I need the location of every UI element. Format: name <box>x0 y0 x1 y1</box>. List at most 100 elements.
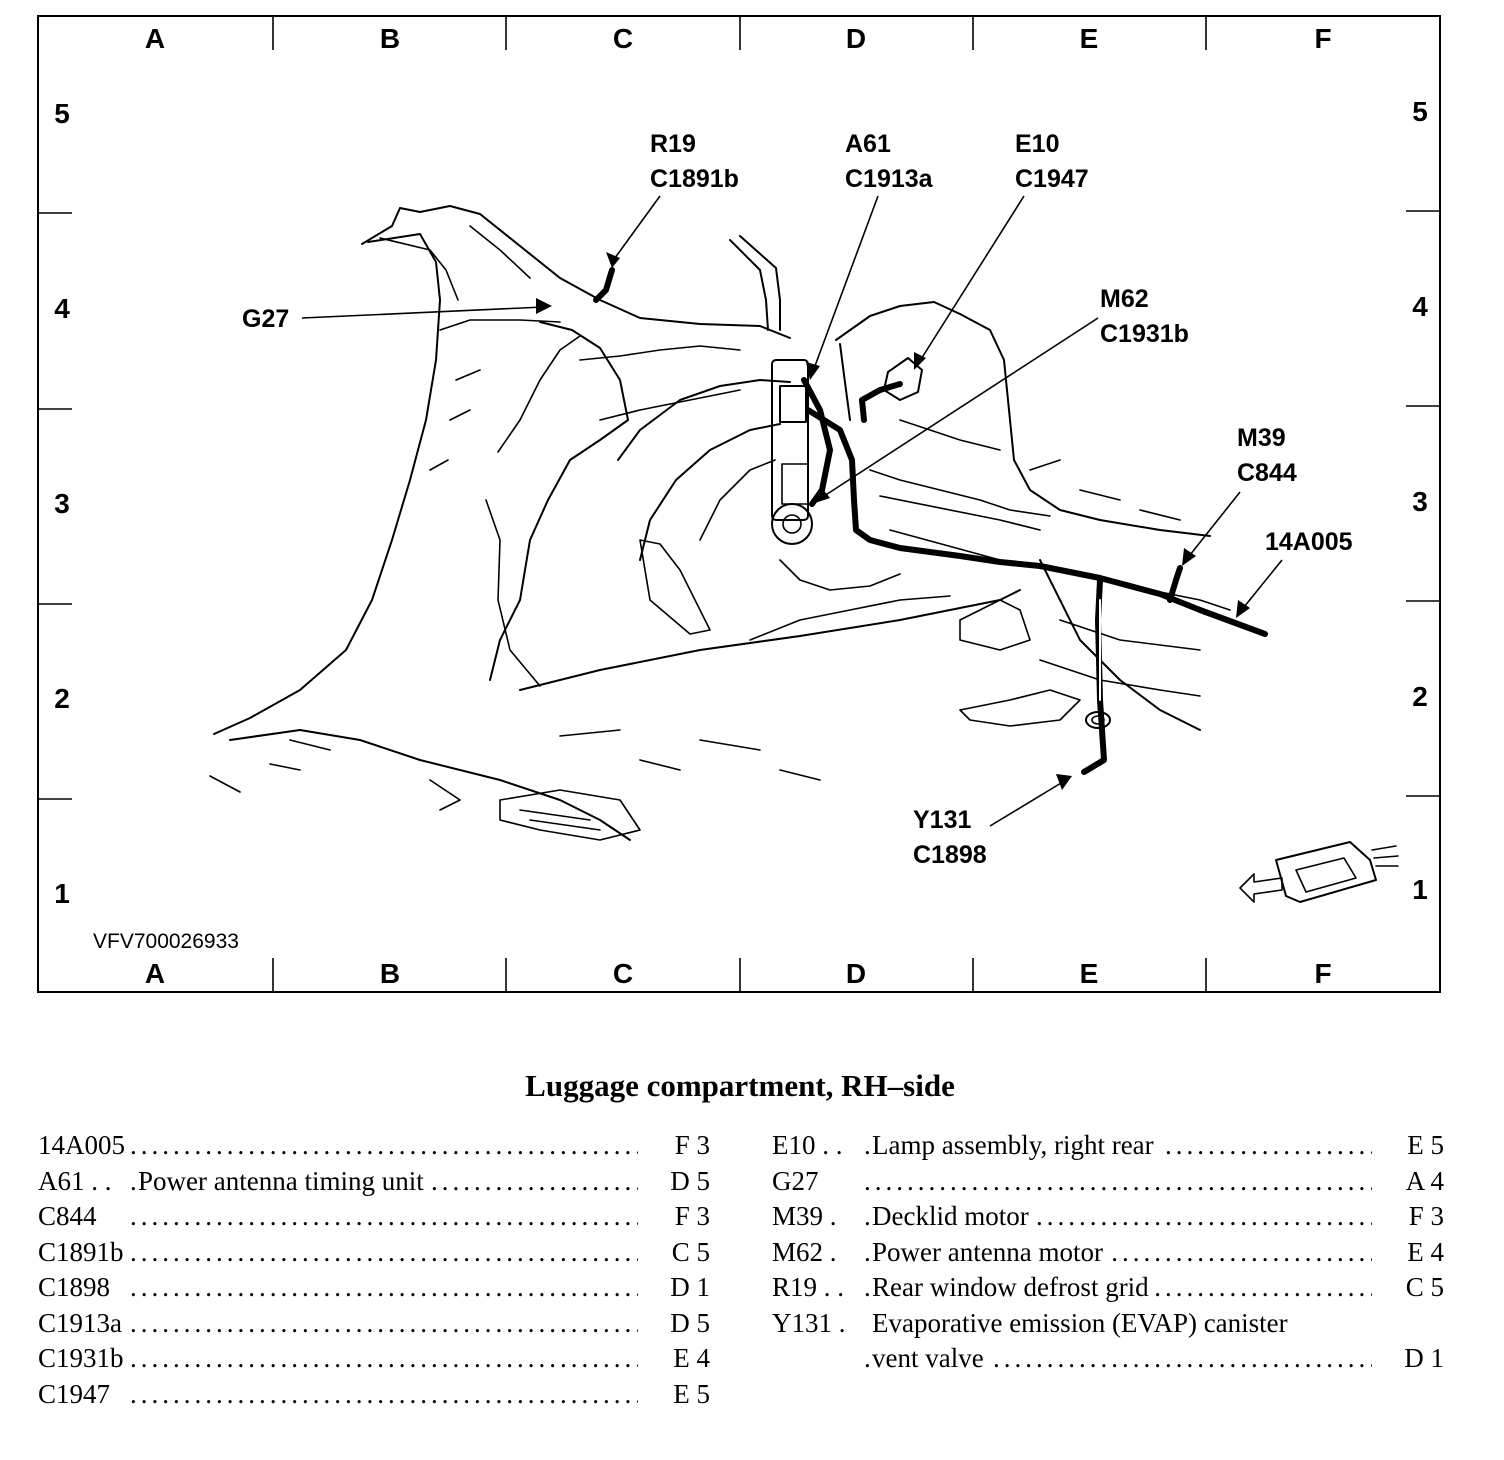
callout-a61: A61 <box>845 130 891 158</box>
dot-leader: ........................................… <box>130 1343 638 1373</box>
legend-grid-location: F 3 <box>646 1199 710 1235</box>
legend-grid-location: A 4 <box>1380 1163 1444 1199</box>
figure-id: VFV700026933 <box>93 930 239 953</box>
legend-code: C1931b <box>38 1341 128 1377</box>
legend-right-column: ........................................… <box>772 1128 1444 1377</box>
legend-row: ........................................… <box>772 1163 1444 1199</box>
col-label-top-c: C <box>613 23 633 54</box>
legend-grid-location: D 5 <box>646 1305 710 1341</box>
legend-row: ........................................… <box>38 1270 710 1306</box>
col-label-bottom-c: C <box>613 958 633 989</box>
dot-leader: ........................................… <box>130 1307 638 1338</box>
legend-row: ........................................… <box>38 1341 710 1377</box>
callout-c1913a: C1913a <box>845 165 934 193</box>
callout-c844: C844 <box>1237 459 1297 487</box>
legend-grid-location: E 4 <box>1380 1234 1444 1270</box>
callout-m39: M39 <box>1237 424 1286 452</box>
row-label-right-1: 1 <box>1412 874 1428 905</box>
row-label-right-2: 2 <box>1412 681 1428 712</box>
legend-grid-location: D 1 <box>646 1270 710 1306</box>
legend-row: ........................................… <box>38 1376 710 1412</box>
legend-code: M39 . <box>772 1199 841 1235</box>
row-label-left-2: 2 <box>54 683 70 714</box>
legend-row: ........................................… <box>772 1234 1444 1270</box>
diagram-frame <box>37 15 1441 993</box>
col-label-bottom-f: F <box>1314 958 1331 989</box>
legend-left-column: ........................................… <box>38 1128 710 1412</box>
legend-description: Decklid motor <box>872 1199 1035 1235</box>
dot-leader: ........................................… <box>130 1236 638 1267</box>
legend-row: ........................................… <box>38 1305 710 1341</box>
wiring-location-diagram: A B C D E F A B C D E F 5 4 3 2 1 5 4 3 … <box>37 15 1441 993</box>
legend-row: ........................................… <box>38 1234 710 1270</box>
legend-row: ........................................… <box>772 1305 1444 1341</box>
callout-c1891b: C1891b <box>650 165 739 193</box>
legend-code: C844 <box>38 1199 101 1235</box>
legend-row: ........................................… <box>38 1128 710 1164</box>
legend-grid-location: C 5 <box>646 1234 710 1270</box>
legend-code: M62 . <box>772 1234 841 1270</box>
legend-code: C1891b <box>38 1234 128 1270</box>
legend-row: ........................................… <box>38 1199 710 1235</box>
col-label-top-d: D <box>846 23 866 54</box>
callout-14a005: 14A005 <box>1265 528 1353 556</box>
diagram-caption: Luggage compartment, RH–side <box>525 1068 955 1103</box>
legend-grid-location: C 5 <box>1380 1270 1444 1306</box>
legend-code: A61 . . <box>38 1163 116 1199</box>
legend-row: ........................................… <box>38 1163 710 1199</box>
legend-code: C1913a <box>38 1305 126 1341</box>
col-label-bottom-d: D <box>846 958 866 989</box>
luggage-compartment-drawing <box>209 205 1231 841</box>
legend-code: Y131 . <box>772 1305 850 1341</box>
row-label-left-1: 1 <box>54 878 70 909</box>
col-label-bottom-a: A <box>145 958 165 989</box>
callout-c1947: C1947 <box>1015 165 1089 193</box>
callout-y131: Y131 <box>913 806 971 834</box>
legend-description: vent valve <box>872 1341 990 1377</box>
legend-grid-location: E 5 <box>1380 1128 1444 1164</box>
legend-grid-location: F 3 <box>646 1128 710 1164</box>
legend-code: G27 <box>772 1163 823 1199</box>
legend-description: Power antenna motor <box>872 1234 1109 1270</box>
callout-m62: M62 <box>1100 285 1149 313</box>
legend-code: R19 . . <box>772 1270 849 1306</box>
legend-row: ........................................… <box>772 1270 1444 1306</box>
legend-description: Rear window defrost grid <box>872 1270 1155 1306</box>
legend-row: ........................................… <box>772 1199 1444 1235</box>
legend-code: E10 . . <box>772 1128 847 1164</box>
legend-grid-location: E 4 <box>646 1341 710 1377</box>
grid-ticks <box>38 16 1440 992</box>
col-label-bottom-b: B <box>380 958 400 989</box>
col-label-top-b: B <box>380 23 400 54</box>
col-label-bottom-e: E <box>1080 958 1099 989</box>
callout-c1898: C1898 <box>913 841 987 869</box>
col-label-top-a: A <box>145 23 165 54</box>
row-label-right-3: 3 <box>1412 486 1428 517</box>
legend-code: C1947 <box>38 1376 115 1412</box>
row-label-left-5: 5 <box>54 98 70 129</box>
legend-code: C1898 <box>38 1270 115 1306</box>
legend-description: Power antenna timing unit <box>138 1163 430 1199</box>
callout-c1931b: C1931b <box>1100 320 1189 348</box>
callout-leaders <box>301 195 1283 827</box>
legend-description: Evaporative emission (EVAP) canister <box>872 1305 1294 1341</box>
callout-g27: G27 <box>242 305 289 333</box>
legend-grid-location: F 3 <box>1380 1199 1444 1235</box>
legend-grid-location: D 1 <box>1380 1341 1444 1377</box>
row-label-left-4: 4 <box>54 293 70 324</box>
callout-r19: R19 <box>650 130 696 158</box>
dot-leader: ........................................… <box>130 1130 638 1160</box>
row-label-left-3: 3 <box>54 488 70 519</box>
col-label-top-e: E <box>1080 23 1099 54</box>
legend-grid-location: D 5 <box>646 1163 710 1199</box>
legend-row: ........................................… <box>772 1128 1444 1164</box>
row-label-right-5: 5 <box>1412 96 1428 127</box>
callout-e10: E10 <box>1015 130 1059 158</box>
legend-grid-location: E 5 <box>646 1376 710 1412</box>
legend-code: 14A005 <box>38 1128 129 1164</box>
vehicle-orientation-icon <box>1239 841 1399 903</box>
col-label-top-f: F <box>1314 23 1331 54</box>
row-label-right-4: 4 <box>1412 291 1428 322</box>
dot-leader: ........................................… <box>130 1272 638 1302</box>
legend-description: Lamp assembly, right rear <box>872 1128 1160 1164</box>
